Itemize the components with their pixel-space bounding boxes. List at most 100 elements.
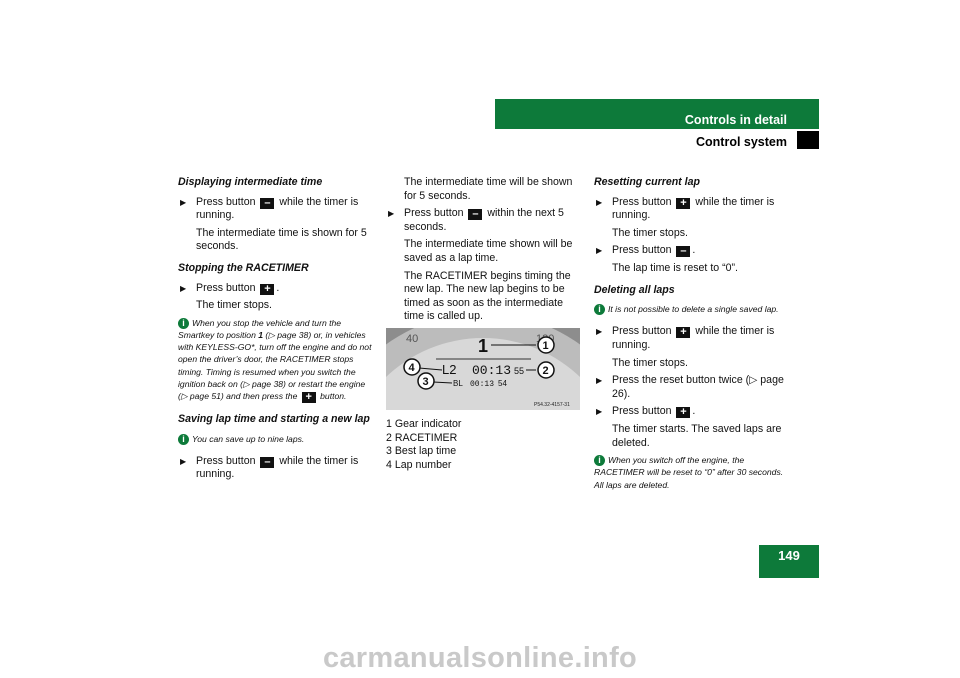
header-marker	[797, 131, 819, 149]
figure-code: P54.32-4157-31	[534, 402, 570, 408]
section-title: Controls in detail	[684, 113, 787, 127]
step-result: The timer stops.	[612, 356, 688, 369]
step-result: The timer stops.	[612, 226, 688, 239]
info-icon: i	[178, 317, 189, 329]
legend-number: 1	[386, 417, 392, 430]
legend-item: 4 Lap number	[386, 459, 582, 473]
minus-button-icon: –	[468, 209, 483, 221]
step: Press button – while the timer is runnin…	[178, 455, 376, 482]
minus-button-icon: –	[260, 456, 275, 468]
step-result: The timer starts. The saved laps are del…	[612, 422, 782, 449]
dial-label-40: 40	[406, 333, 418, 345]
step-text: Press button	[612, 244, 675, 257]
legend-number: 2	[386, 431, 392, 444]
section-subtitle: Control system	[696, 135, 787, 149]
best-lap-fraction: 54	[498, 379, 507, 388]
step: Press the reset button twice (▷ page 26)…	[594, 374, 794, 401]
paragraph: The intermediate time will be shown for …	[404, 176, 573, 202]
paragraph: The RACETIMER begins timing the new lap.…	[404, 269, 571, 323]
step-text: Press button	[196, 281, 259, 294]
step-text: within the next 5 seconds.	[404, 207, 564, 233]
step: Press button –.	[594, 244, 794, 258]
info-text: It is not possible to delete a single sa…	[608, 304, 779, 315]
step: Press button – within the next 5 seconds…	[386, 207, 582, 234]
page-number: 149	[778, 548, 800, 563]
legend-label: Lap number	[394, 458, 452, 471]
figure-legend: 1 Gear indicator 2 RACETIMER 3 Best lap …	[386, 418, 582, 472]
legend-label: Gear indicator	[394, 417, 462, 430]
heading-saving-lap: Saving lap time and starting a new lap	[178, 412, 370, 425]
step-text: Press button	[612, 195, 675, 208]
info-text: (▷ page 38) or, in vehicles with KEYLESS…	[178, 329, 372, 401]
heading-intermediate-time: Displaying intermediate time	[178, 176, 323, 188]
heading-deleting-laps: Deleting all laps	[594, 283, 675, 296]
info-icon: i	[594, 455, 605, 467]
plus-button-icon: +	[260, 283, 275, 295]
legend-number: 4	[386, 458, 392, 471]
header-band	[495, 99, 819, 129]
best-lap-time: 00:13	[470, 380, 494, 389]
minus-button-icon: –	[676, 246, 691, 258]
column-1: Displaying intermediate time Press butto…	[178, 176, 376, 486]
step-text: while the timer is running.	[612, 325, 775, 351]
step-result: The intermediate time is shown for 5 sec…	[196, 226, 367, 253]
column-2: The intermediate time will be shown for …	[318, 176, 648, 643]
legend-item: 3 Best lap time	[386, 445, 582, 459]
step-result: The lap time is reset to “0”.	[612, 261, 738, 274]
info-icon: i	[594, 304, 605, 316]
page-number-box	[759, 545, 819, 578]
racetimer-fraction: 55	[514, 366, 524, 376]
paragraph: The intermediate time shown will be save…	[404, 238, 573, 264]
callout-1: 1	[543, 340, 549, 352]
instrument-cluster-figure: 40 120 1 L2 00:13 55 BL 00:13 54 1 2 3 4…	[318, 312, 648, 643]
column-3: Resetting current lap Press button + whi…	[594, 176, 794, 501]
heading-stopping: Stopping the RACETIMER	[178, 261, 309, 274]
lap-number: L2	[442, 362, 456, 377]
legend-number: 3	[386, 445, 392, 458]
step-text: while the timer is running.	[196, 454, 359, 481]
plus-button-icon: +	[301, 391, 316, 403]
step-text: Press button	[612, 325, 675, 338]
plus-button-icon: +	[676, 327, 691, 339]
plus-button-icon: +	[676, 407, 691, 419]
step: Press button + while the timer is runnin…	[594, 325, 794, 352]
legend-label: RACETIMER	[394, 431, 458, 444]
step-text: Press button	[612, 405, 675, 418]
step: Press button + while the timer is runnin…	[594, 196, 794, 223]
info-text: You can save up to nine laps.	[192, 433, 305, 444]
callout-3: 3	[423, 376, 429, 388]
step-text: Press button	[196, 454, 259, 467]
gear-indicator: 1	[478, 336, 488, 356]
callout-2: 2	[543, 365, 549, 377]
info-text: button.	[317, 390, 347, 401]
step: Press button +.	[178, 282, 376, 296]
racetimer: 00:13	[472, 363, 511, 378]
heading-resetting-lap: Resetting current lap	[594, 176, 700, 188]
step: Press button – while the timer is runnin…	[178, 196, 376, 223]
info-position: 1	[258, 329, 264, 340]
step: Press button +.	[594, 405, 794, 419]
watermark: carmanualsonline.info	[322, 642, 638, 674]
step-text: .	[692, 244, 696, 257]
minus-button-icon: –	[260, 197, 275, 209]
step-text: Press button	[404, 207, 467, 220]
plus-button-icon: +	[676, 197, 691, 209]
cluster-display-image: 40 120 1 L2 00:13 55 BL 00:13 54 1 2 3 4…	[318, 312, 648, 643]
step-text: while the timer is running.	[612, 195, 775, 222]
step-text: Press button	[196, 195, 259, 208]
legend-item: 2 RACETIMER	[386, 432, 582, 446]
info-text: When you switch off the engine, the RACE…	[594, 455, 784, 490]
info-text: When you stop the vehicle and turn the S…	[178, 317, 342, 340]
step-text: while the timer is running.	[196, 195, 359, 222]
step-result: The timer stops.	[196, 299, 272, 312]
step-text: .	[276, 281, 280, 294]
legend-item: 1 Gear indicator	[386, 418, 582, 432]
info-icon: i	[178, 433, 189, 445]
callout-4: 4	[409, 362, 416, 374]
legend-label: Best lap time	[394, 445, 457, 458]
step-text: .	[692, 405, 696, 418]
